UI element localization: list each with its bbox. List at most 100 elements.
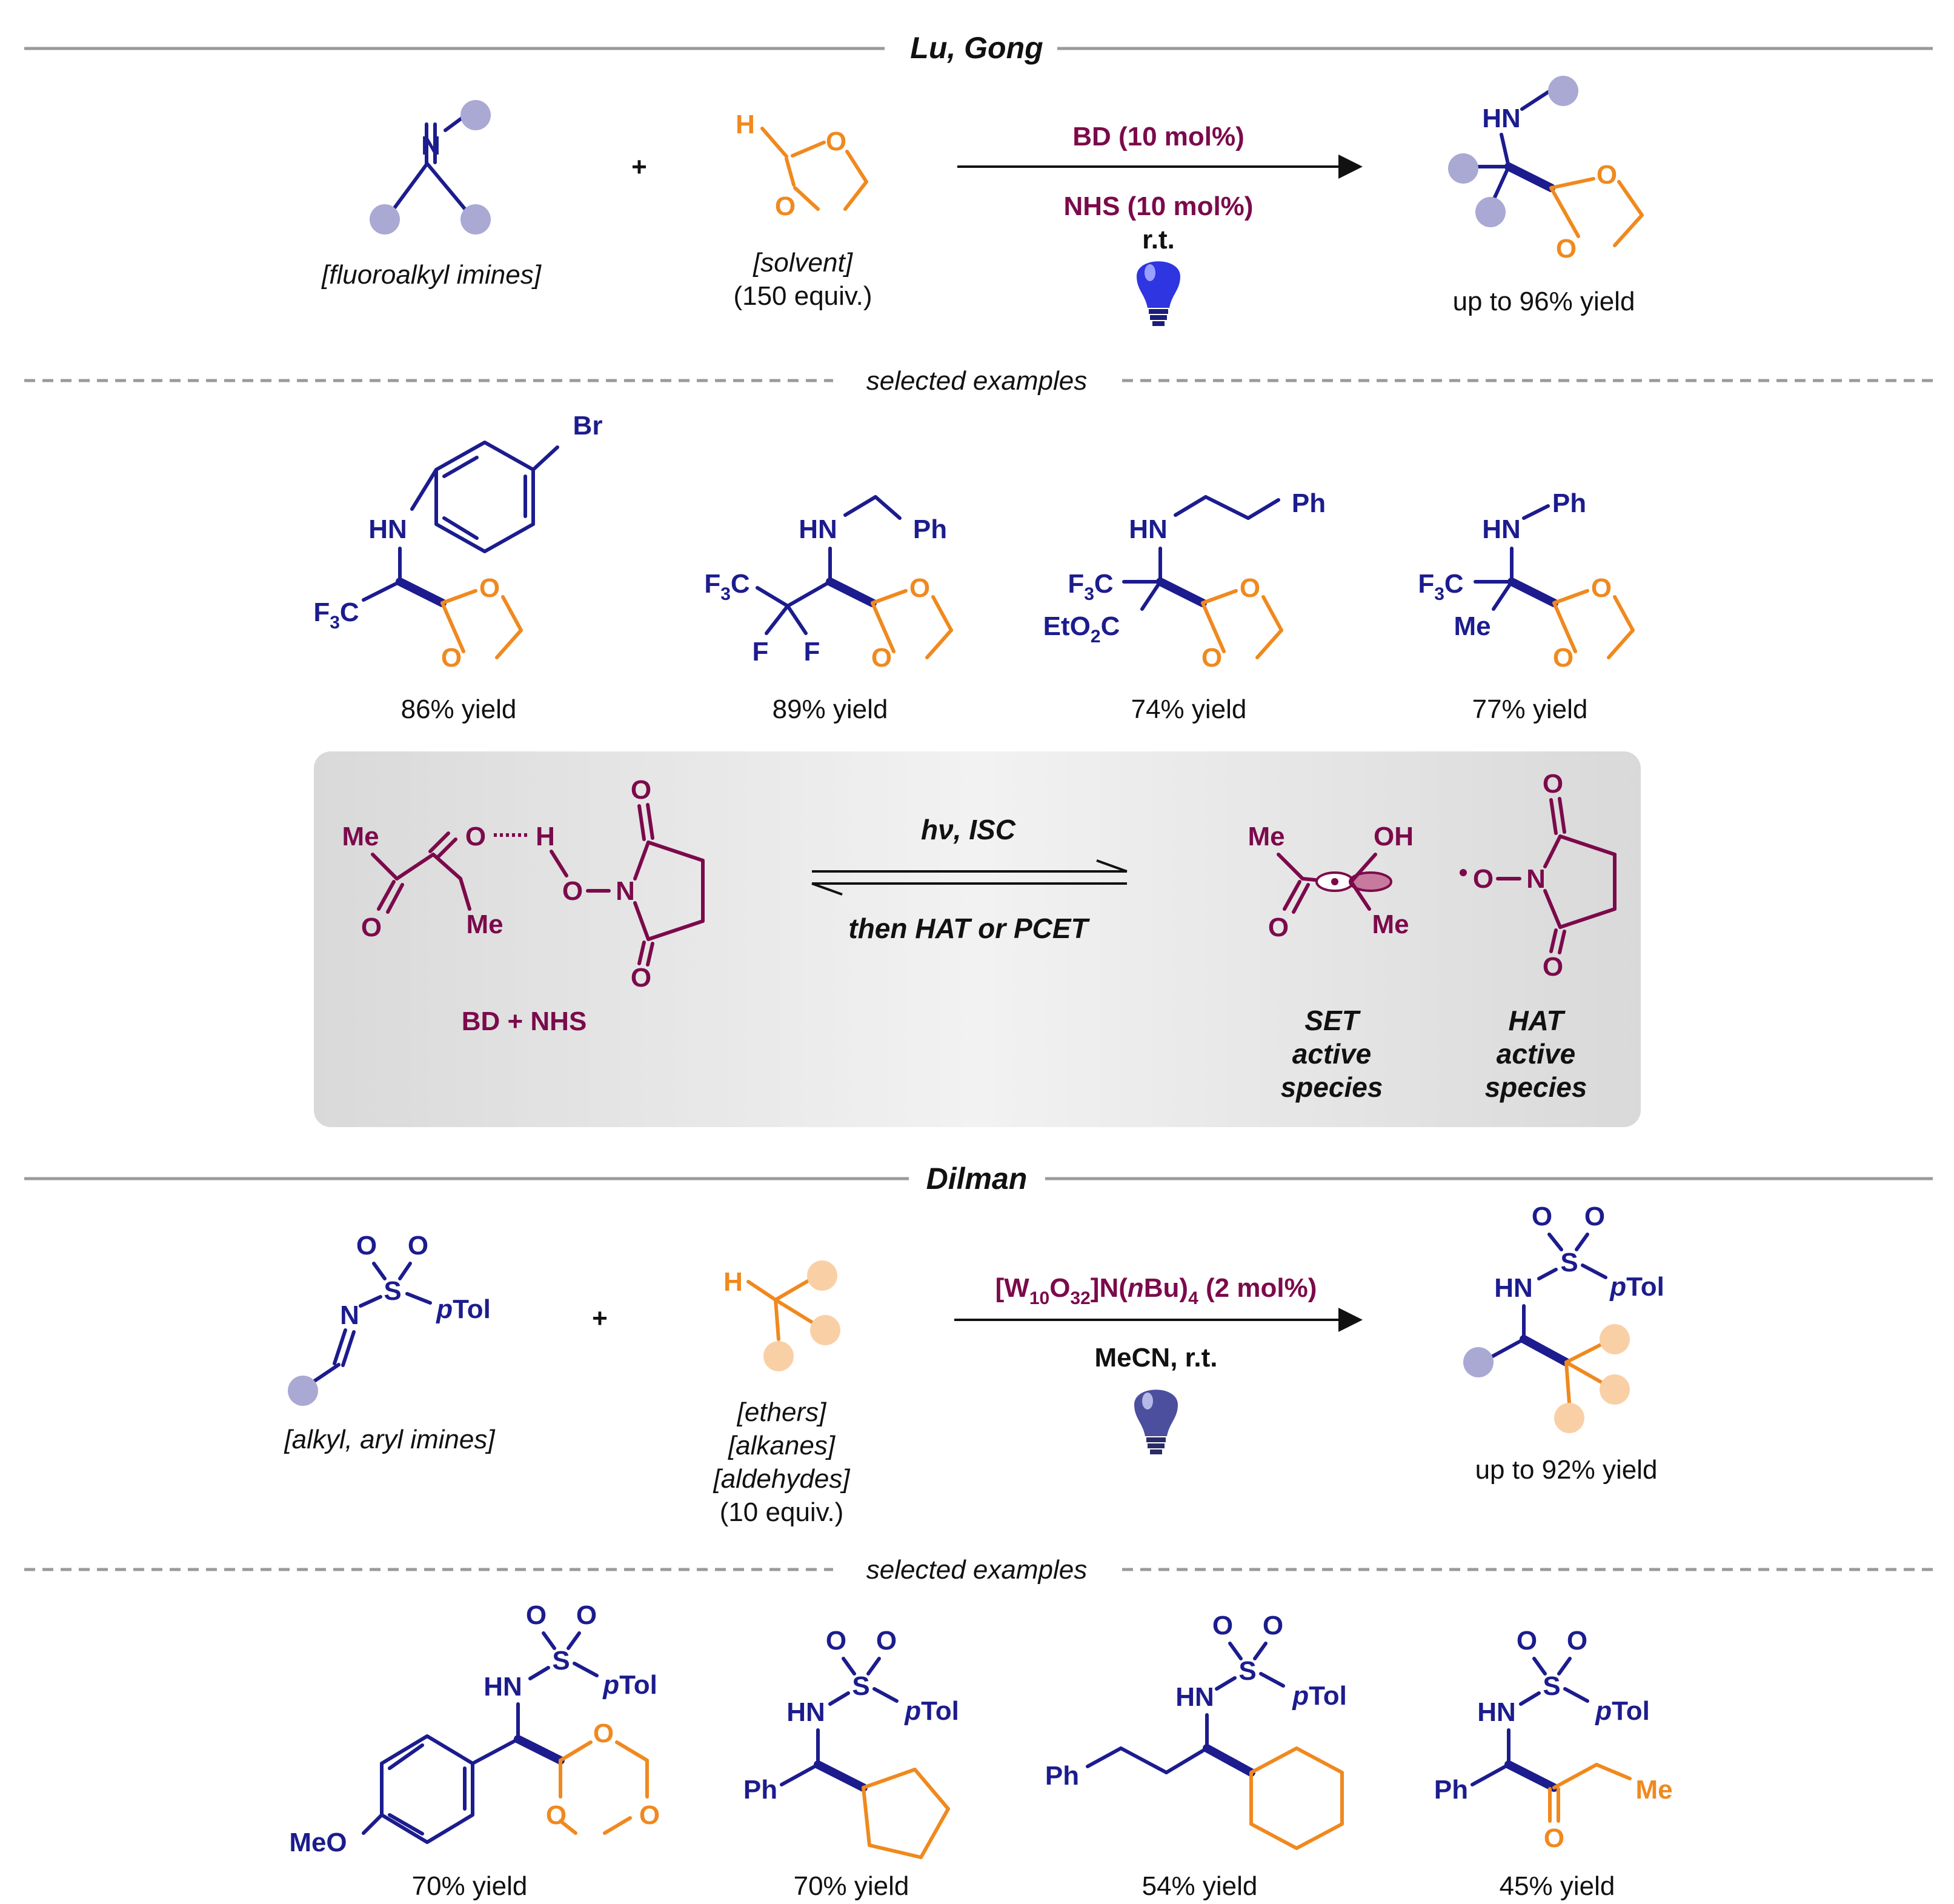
mechanism-panel: Me O O Me H O N O [314,751,1641,1127]
nhs-molecule: O N O O [550,775,705,993]
substituent-dot [1548,76,1578,106]
partner-caption: [alkanes] [728,1431,836,1460]
substituent-dot [460,100,491,130]
substituent-dot [1448,153,1478,184]
sulfonyl-imine-reactant: O O S pTol N [alkyl, aryl imines] [284,1231,496,1454]
set-label-line3: species [1281,1071,1383,1103]
fluorine-label: F [753,637,769,667]
example-yield: 89% yield [773,694,888,724]
decatungstate-label: [W10O32]N(nBu)4 (2 mol%) [995,1273,1317,1308]
methyl-label: Me [466,910,503,939]
oxygen-label: O [1567,1626,1587,1656]
hydrogen-label: H [536,822,555,851]
example-methyl: HN Ph F3C Me O O 77% yield [1418,488,1635,724]
hat-label-line2: active [1497,1038,1575,1070]
ring-o-label: O [1201,643,1222,673]
solvent-label: MeCN, r.t. [1095,1343,1218,1373]
light-bulb-icon [1137,261,1180,326]
carbonyl-o-label: O [1544,1823,1564,1853]
arrow-top-label: hν, ISC [921,814,1016,845]
phenyl-label: Ph [1045,1761,1079,1791]
ptol-label: pTol [904,1696,959,1726]
product-o-label: O [1597,160,1617,190]
butanedione: Me O O Me [342,822,503,942]
plus-sign: + [592,1303,608,1333]
partner-caption: [aldehydes] [713,1464,851,1494]
bd-nhs-label: BD + NHS [462,1007,587,1036]
example-yield: 45% yield [1500,1871,1615,1901]
hat-label-line1: HAT [1508,1005,1566,1036]
hydroxyl-label: OH [1374,822,1414,851]
hydrogen-label: H [723,1267,743,1297]
radical-dot [1460,869,1467,876]
imine-n-label: N [421,131,440,161]
nitrogen-label: N [340,1300,359,1330]
ring-o-label: O [871,643,892,673]
imine-reactant: N [fluoroalkyl imines] [321,100,542,290]
substituent-dot [810,1315,840,1345]
nitrogen-label: N [1526,864,1546,894]
ring-o-label: O [639,1800,660,1830]
oxygen-label: O [1532,1202,1552,1231]
examples2-title: selected examples [866,1555,1087,1585]
oxygen-label: O [526,1600,547,1630]
ptol-label: pTol [602,1670,657,1700]
substituent-dot [460,204,491,235]
example-hn-label: HN [484,1672,522,1702]
example-pentafluoroethyl: HN Ph F3C F F O O 89% yield [704,495,953,724]
example-trioxane: O O S pTol HN MeO O O O 70% yield [289,1600,660,1901]
dioxolane-reactant: H O O [solvent] (150 equiv.) [733,110,872,311]
example-hn-label: HN [786,1697,825,1727]
example-hn-label: HN [799,514,837,544]
phenyl-label: Ph [1292,488,1326,518]
oxygen-label: O [1268,913,1289,942]
ring-o-label: O [1591,573,1612,603]
dioxolane-equiv: (150 equiv.) [733,281,872,311]
example-cyclohexyl: O O S pTol HN Ph 54% yield [1045,1611,1347,1901]
example-bromoaryl: Br HN F3C O O 86% yield [313,411,602,724]
example-hn-label: HN [1175,1682,1214,1712]
section2-header: Dilman [24,1162,1933,1196]
substituent-dot [1463,1347,1494,1377]
example-yield: 74% yield [1131,694,1247,724]
substituent-dot [1475,197,1506,227]
phenyl-label: Ph [1552,488,1586,518]
product-hn-label: HN [1482,104,1521,133]
product-hn-label: HN [1494,1273,1533,1303]
example-hn-label: HN [368,514,407,544]
set-label-line1: SET [1304,1005,1361,1036]
substituent-dot [763,1341,794,1371]
example-cyclopentyl: O O S pTol HN Ph 70% yield [743,1626,959,1901]
substituent-dot [370,204,400,235]
dioxolane-o-label: O [826,127,846,156]
substituent-dot [807,1260,837,1291]
substituent-dot [1600,1374,1630,1405]
examples1-header: selected examples [24,366,1933,396]
cf3-label: F3C [313,597,359,633]
arrow-bottom-label: then HAT or PCET [848,913,1090,944]
cf3-label: F3C [704,569,749,604]
oxygen-label: O [562,876,583,906]
phenyl-label: Ph [913,514,947,544]
ring-o-label: O [546,1800,567,1830]
oxygen-label: O [408,1231,428,1260]
oxygen-label: O [356,1231,377,1260]
oxygen-label: O [576,1600,597,1630]
methyl-label: Me [342,822,379,851]
methoxy-label: MeO [289,1828,347,1857]
reaction-arrow-2: [W10O32]N(nBu)4 (2 mol%) MeCN, r.t. [954,1273,1363,1373]
cocatalyst-label: NHS (10 mol%) [1064,191,1254,221]
example-ketone: O O S pTol HN Ph O Me 45% yield [1434,1626,1673,1901]
cf3-label: F3C [1418,569,1463,604]
example-ester: HN Ph F3C EtO2C O O 74% yield [1043,488,1326,724]
methyl-label: Me [1248,822,1284,851]
oxygen-label: O [1543,952,1563,982]
sulfur-label: S [384,1276,401,1306]
catalyst-label: BD (10 mol%) [1072,122,1245,151]
nitrogen-label: N [616,876,635,906]
c-h-partner: H [ethers] [alkanes] [aldehydes] (10 equ… [713,1260,851,1527]
substituent-dot [288,1376,318,1406]
example-yield: 70% yield [412,1871,528,1901]
ester-label: EtO2C [1043,611,1120,647]
